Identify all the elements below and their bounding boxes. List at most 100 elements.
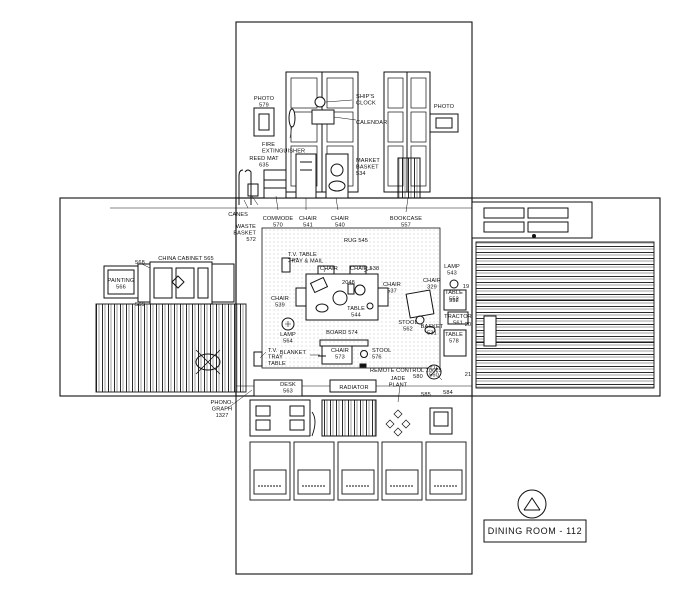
south-wall-contents (249, 379, 467, 501)
label-wall-21: 21 (465, 372, 471, 378)
label-line: 552 (449, 298, 459, 304)
label-china-cabinet: CHINA CABINET 565 (158, 256, 213, 262)
label-line: MARKET (356, 158, 380, 164)
label-line: RADIATOR (339, 385, 368, 391)
east-window-panel (475, 241, 655, 389)
label-line: 539 (275, 302, 285, 308)
label-line: BLANKET (280, 350, 307, 356)
label-line: STOOL (372, 348, 391, 354)
tv-table-tray (281, 257, 291, 273)
label-line: 580 (413, 374, 423, 380)
tv-tray-table (253, 351, 263, 367)
label-line: 543 (447, 270, 457, 276)
label-line: 572 (246, 237, 256, 243)
label-line: 561 (453, 320, 463, 326)
label-line: CHAIR (383, 282, 401, 288)
south-window-row (249, 441, 467, 501)
label-line: TABLE (445, 290, 463, 296)
calendar (311, 109, 335, 125)
label-line: 1327 (216, 413, 229, 419)
label-line: 329 (427, 284, 437, 290)
label-line: DESK (280, 382, 296, 388)
label-chair-top: CHAIR (320, 266, 338, 272)
label-line: 534 (356, 171, 366, 177)
chair-537 (377, 287, 389, 307)
room-outline (59, 21, 661, 575)
label-line: TABLE (347, 306, 365, 312)
label-line: 584 (443, 390, 453, 396)
jade-plant (385, 409, 411, 437)
label-line: FIRE (262, 142, 275, 148)
label-chair-538: CHAIR 538 (350, 266, 379, 272)
label-line: 537 (387, 288, 397, 294)
floor (235, 197, 473, 397)
label-radiator: RADIATOR (339, 385, 368, 391)
label-blanket: BLANKET (280, 350, 307, 356)
label-line: BOARD 574 (326, 330, 358, 336)
label-line: SHIP'S (356, 94, 375, 100)
label-line: BOOKCASE (390, 216, 422, 222)
label-line: 573 (335, 354, 345, 360)
label-line: CLOCK (356, 100, 376, 106)
label-line: CHAIR (331, 216, 349, 222)
label-line: CHAIR (271, 296, 289, 302)
label-calendar: CALENDAR (356, 120, 387, 126)
label-line: TABLE (445, 332, 463, 338)
tractor (447, 311, 469, 325)
chair-541 (295, 153, 317, 199)
label-line: 560 (429, 372, 439, 378)
label-line: 569 (135, 302, 145, 308)
label-board: BOARD 574 (326, 330, 358, 336)
label-num-2048: 2048 (342, 280, 355, 286)
label-line: T.V. (429, 366, 439, 372)
label-line: 579 (259, 102, 269, 108)
lamp-543 (449, 279, 459, 289)
label-line: CANES (228, 212, 248, 218)
label-num-585: 585 (421, 392, 431, 398)
stool-562 (415, 315, 425, 325)
label-line: REMOTE CONTROL 10615 (370, 368, 442, 374)
waste-basket (247, 183, 259, 197)
chair-top (317, 265, 335, 275)
label-line: 20 (465, 322, 471, 328)
room-title: DINING ROOM - 112 (488, 526, 583, 536)
label-line: T.V. TABLE (288, 252, 317, 258)
bookcase (397, 157, 421, 199)
label-photo-right: PHOTO (434, 104, 455, 110)
label-line: 570 (273, 222, 283, 228)
label-line: 635 (259, 162, 269, 168)
label-line: GRAPH (212, 406, 232, 412)
label-line: 19 (463, 284, 469, 290)
label-line: 585 (421, 392, 431, 398)
east-cabinet (471, 201, 593, 239)
chair-329 (405, 289, 435, 319)
desk (253, 379, 303, 397)
canes (238, 169, 252, 205)
label-line: CHAIR (423, 278, 441, 284)
label-line: 21 (465, 372, 471, 378)
chair-573 (321, 345, 353, 365)
label-line: PHOTO (254, 96, 275, 102)
east-wall-contents (426, 201, 655, 389)
label-line: JADE (391, 376, 406, 382)
label-line: CALENDAR (356, 120, 387, 126)
label-line: BASKET (233, 230, 256, 236)
